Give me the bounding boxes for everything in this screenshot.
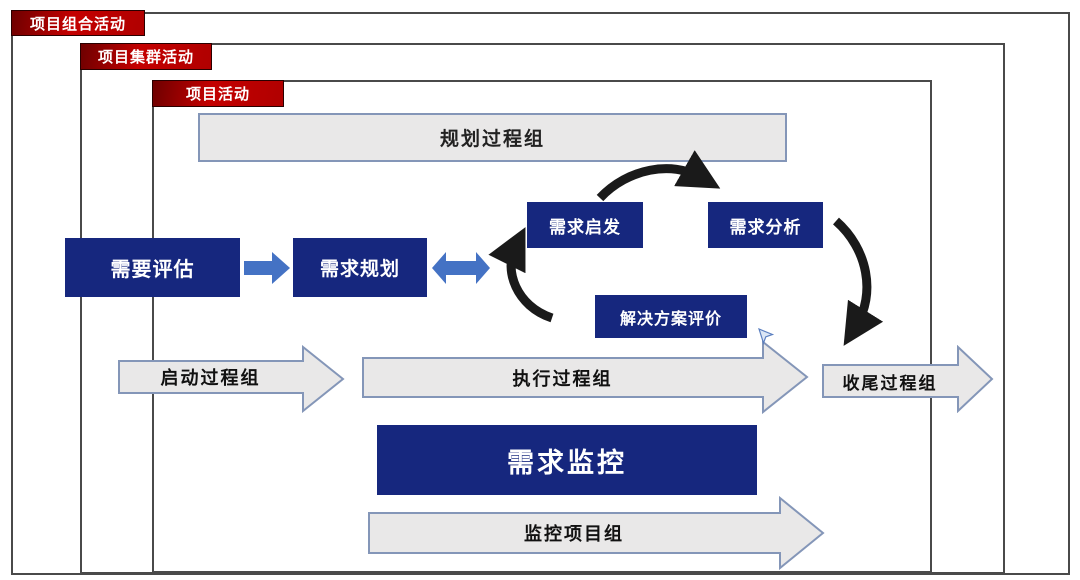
planning-process-group-text: 规划过程组: [439, 129, 545, 150]
portfolio-activities-label-text: 项目组合活动: [29, 15, 126, 33]
portfolio-activities-box: [11, 12, 1070, 575]
needs-assessment-text: 需要评估: [110, 259, 195, 281]
requirements-monitoring-text: 需求监控: [507, 447, 627, 478]
requirements-monitoring-box: 需求监控: [377, 425, 757, 495]
needs-assessment-box: 需要评估: [65, 238, 240, 297]
project-activities-box: [152, 80, 932, 573]
planning-process-group-box: 规划过程组: [198, 113, 787, 162]
requirements-analysis-box: 需求分析: [708, 202, 823, 248]
program-activities-label: 项目集群活动: [80, 43, 212, 70]
program-activities-label-text: 项目集群活动: [97, 49, 194, 66]
portfolio-activities-label: 项目组合活动: [11, 10, 145, 36]
requirements-analysis-text: 需求分析: [729, 217, 802, 237]
solution-evaluation-box: 解决方案评价: [595, 295, 747, 338]
requirements-elicitation-text: 需求启发: [549, 217, 621, 237]
project-activities-label: 项目活动: [152, 80, 284, 107]
requirements-elicitation-box: 需求启发: [527, 202, 643, 248]
solution-evaluation-text: 解决方案评价: [619, 310, 722, 328]
program-activities-box: [80, 43, 1005, 574]
project-activities-label-text: 项目活动: [185, 86, 250, 103]
requirements-planning-box: 需求规划: [293, 238, 427, 297]
requirements-planning-text: 需求规划: [319, 259, 400, 280]
